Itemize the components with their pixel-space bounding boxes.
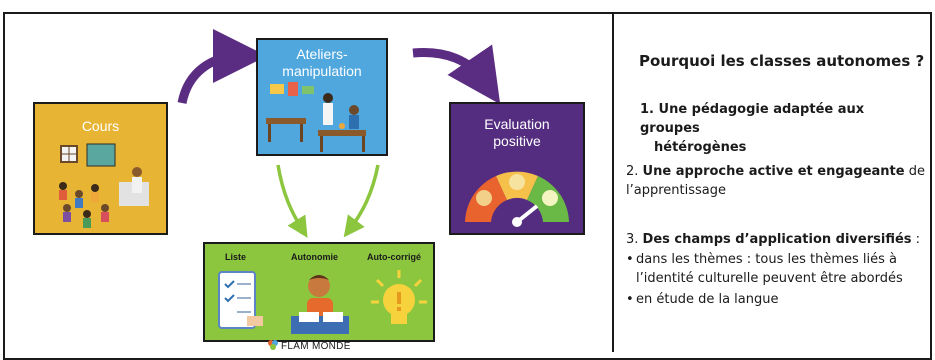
arrow-ateliers-to-bottom-left [276,164,308,238]
evaluation-box: Evaluation positive [449,102,585,235]
bullet-1: dans les thèmes : tous les thèmes liés à… [626,250,903,288]
cours-label: Cours [81,118,120,134]
item-3-bold: Des champs d’application diversifiés [642,232,912,247]
bullet-1-line2: l’identité culturelle peuvent être abord… [636,271,903,286]
item-2: 2. Une approche active et engageante de … [626,162,925,200]
classroom-illustration [59,143,149,228]
footer-brand: FLAM MONDE [268,340,351,352]
outils-box: Liste Autonomie Auto-corrigé [203,242,435,342]
autonomie-label: Autonomie [291,252,338,262]
flam-monde-logo [268,340,278,350]
item-3-rest: : [911,232,921,247]
page-heading: Pourquoi les classes autonomes ? [639,52,925,70]
ateliers-label: Ateliers- manipulation [282,46,362,79]
gauge-icon [465,171,569,227]
item-3: 3. Des champs d’application diversifiés … [626,230,920,249]
liste-label: Liste [225,252,247,262]
arrow-ateliers-to-evaluation [412,44,501,105]
item-1: 1. Une pédagogie adaptée aux groupes hét… [640,100,927,157]
child-writing-illustration [291,275,349,334]
column-divider [612,12,614,352]
arrow-ateliers-to-bottom-right [343,164,380,238]
bullet-2-text: en étude de la langue [636,292,779,307]
ateliers-box: Ateliers- manipulation [256,38,388,156]
item-1-text: 1. Une pédagogie adaptée aux groupes [640,102,865,136]
arrow-cours-to-ateliers [177,29,267,105]
cours-box: Cours [33,102,168,235]
item-2-bold: Une approche active et engageante [642,164,905,179]
workshop-illustration [266,82,366,152]
checklist-icon [218,271,263,329]
item-3-prefix: 3. [626,232,643,247]
bullet-2: en étude de la langue [626,290,779,309]
item-2-rest: de [904,164,925,179]
arrows-layer [177,29,501,238]
lightbulb-icon [371,270,427,324]
item-2-line2: l’apprentissage [626,183,726,198]
auto-corrige-label: Auto-corrigé [367,252,421,262]
bullet-1-line1: dans les thèmes : tous les thèmes liés à [636,252,897,267]
item-1-text-2: hétérogènes [654,140,747,155]
footer-text: FLAM MONDE [281,341,351,352]
evaluation-label: Evaluation positive [484,116,550,149]
item-2-prefix: 2. [626,164,643,179]
